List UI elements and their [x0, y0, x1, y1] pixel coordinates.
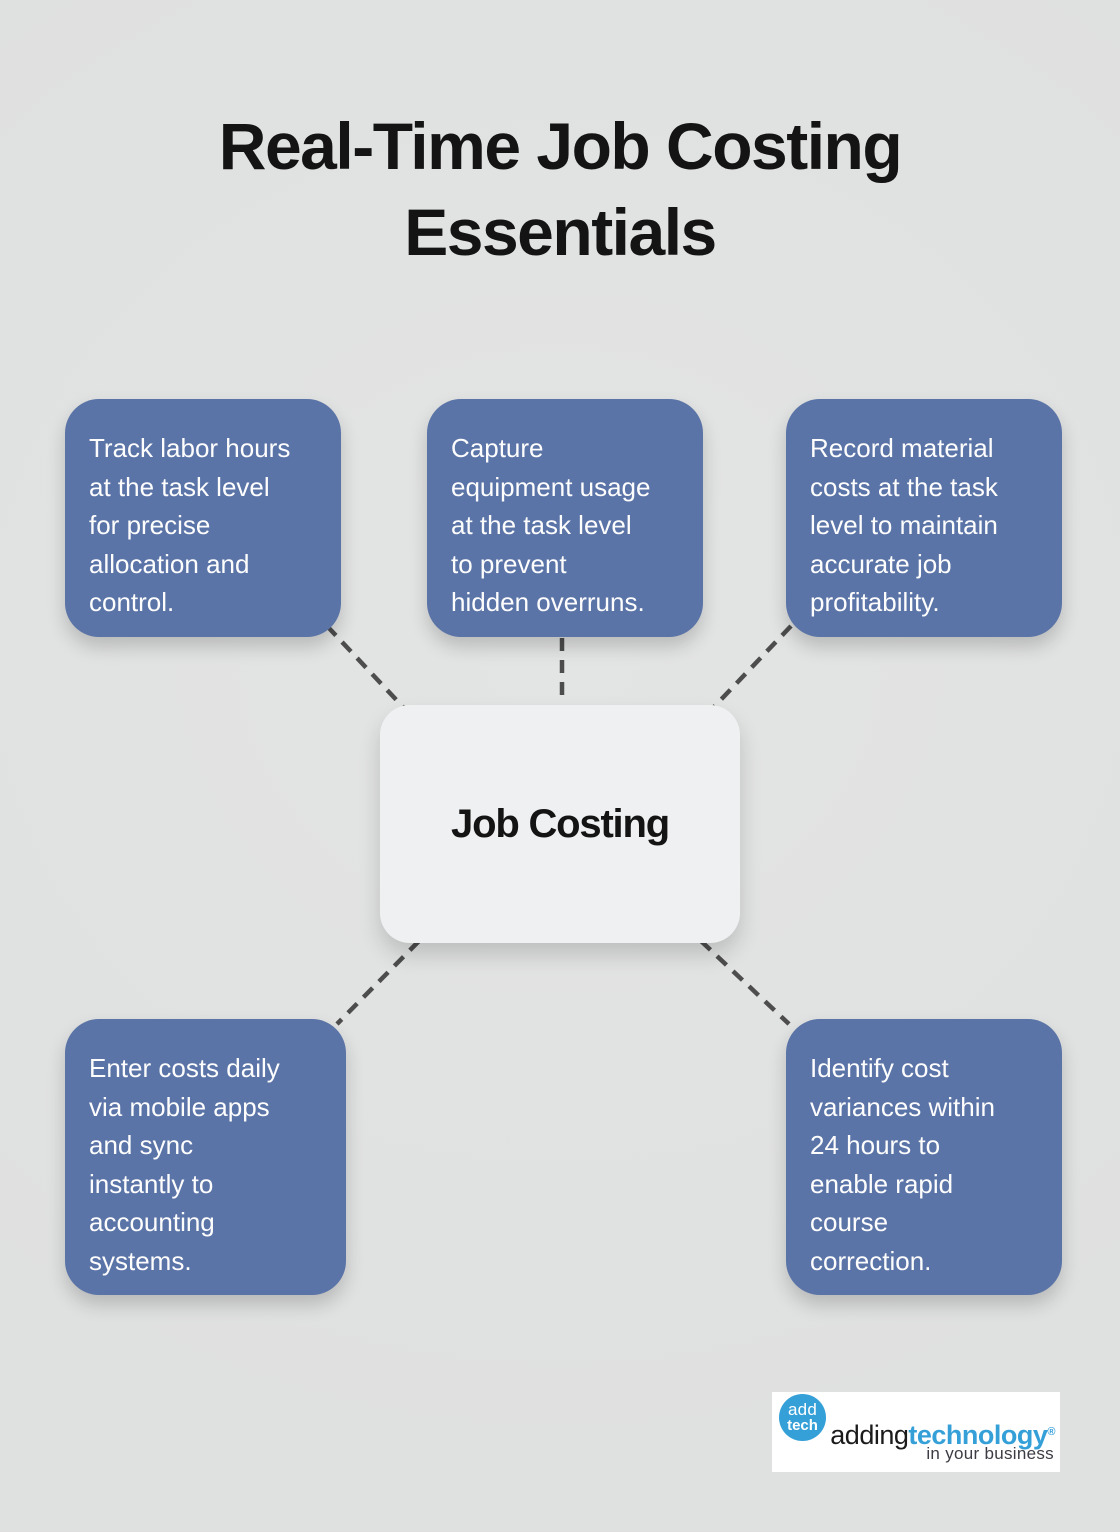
node-text: Identify cost variances within 24 hours …: [810, 1053, 995, 1276]
node-text: Track labor hours at the task level for …: [89, 433, 291, 617]
connector-bottom-right: [699, 939, 791, 1026]
node-track-labor-hours: Track labor hours at the task level for …: [65, 399, 341, 637]
node-text: Enter costs daily via mobile apps and sy…: [89, 1053, 280, 1276]
addtech-circle-icon: add tech: [779, 1394, 826, 1441]
node-text: Record material costs at the task level …: [810, 433, 998, 617]
logo-brand-technology: technology: [908, 1420, 1048, 1450]
connector-bottom-left: [335, 939, 421, 1026]
logo-brand-adding: adding: [830, 1420, 909, 1450]
node-identify-cost-variances: Identify cost variances within 24 hours …: [786, 1019, 1062, 1295]
center-node-job-costing: Job Costing: [380, 705, 740, 943]
connector-top-left: [325, 624, 406, 710]
logo-circle-text-add: add: [788, 1400, 817, 1419]
node-record-material-costs: Record material costs at the task level …: [786, 399, 1062, 637]
page-title: Real-Time Job Costing Essentials: [218, 109, 903, 269]
connector-top-right: [711, 624, 793, 710]
logo-brand-text: addingtechnology®: [830, 1417, 1055, 1450]
registered-trademark-icon: ®: [1047, 1426, 1055, 1438]
logo-circle-text-tech: tech: [787, 1417, 818, 1434]
addtech-logo: add tech addingtechnology® in your busin…: [772, 1392, 1060, 1472]
node-text: Capture equipment usage at the task leve…: [451, 433, 651, 617]
logo-tagline: in your business: [926, 1444, 1054, 1463]
node-capture-equipment-usage: Capture equipment usage at the task leve…: [427, 399, 703, 637]
center-node-label: Job Costing: [451, 801, 670, 846]
node-enter-costs-daily: Enter costs daily via mobile apps and sy…: [65, 1019, 346, 1295]
